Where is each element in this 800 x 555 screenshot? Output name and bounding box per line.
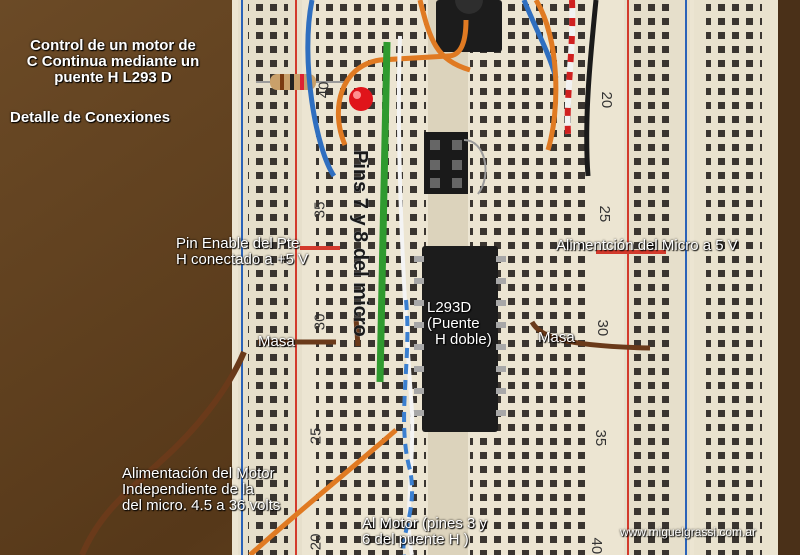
title-line-2: C Continua mediante un: [26, 52, 200, 70]
header-pin: [452, 160, 462, 170]
black-wire: [584, 0, 599, 177]
orange-wire-right: [533, 0, 559, 151]
led-highlight: [353, 91, 361, 99]
header-pin: [452, 140, 462, 150]
website-watermark: www.miguelgrassi.com.ar: [620, 525, 757, 539]
chip-label: L293D (Puente H doble): [427, 300, 492, 347]
chip-label-line-2: (Puente: [427, 314, 480, 332]
l293d-chip: [422, 246, 498, 432]
subtitle: Detalle de Conexiones: [10, 109, 171, 126]
ground-label-left: Masa: [258, 333, 295, 350]
grey-lead: [463, 139, 487, 195]
second-board-holes: [706, 0, 762, 555]
brown-jumper-mid: [353, 317, 361, 347]
bb-number-right-25: 25: [596, 205, 614, 223]
brown-power-wire: [79, 350, 247, 555]
red-led: [349, 87, 373, 111]
header-pin: [430, 140, 440, 150]
red-white-wire: [564, 0, 576, 135]
motor-power-line-3: del micro. 4.5 a 36 volts: [122, 496, 281, 514]
enable-pin-line-2: H conectado a +5 V: [176, 250, 309, 268]
micro-power-label: Alimentción del Micro a 5 V: [556, 237, 738, 254]
brown-jumper-right: [529, 320, 651, 351]
header-pin: [452, 178, 462, 188]
right-rail-holes: [634, 0, 676, 555]
orange-motor-wire: [248, 428, 398, 555]
orange-wire-top: [417, 0, 471, 73]
header-pin: [430, 178, 440, 188]
blue-wire-left: [305, 0, 337, 178]
bb-number-right-20: 20: [598, 91, 616, 109]
resistor-band: [280, 74, 284, 90]
left-rail-holes: [248, 0, 288, 555]
resistor-band: [290, 74, 294, 90]
bb-number-left-30: 30: [311, 313, 329, 331]
title-block: Control de un motor de C Continua median…: [4, 38, 222, 85]
title-line-3: puente H L293 D: [54, 68, 172, 86]
resistor-band: [300, 74, 304, 90]
white-wire: [396, 35, 415, 555]
chip-label-line-3: H doble): [435, 330, 492, 348]
title-line-1: Control de un motor de: [30, 37, 196, 54]
orange-wire-loop: [336, 19, 469, 146]
ground-label-right: Masa: [538, 329, 575, 346]
bb-number-left-40: 40: [315, 81, 333, 99]
chip-label-line-1: L293D: [427, 299, 472, 316]
microcontroller-chip: [436, 0, 502, 52]
enable-pin-label: Pin Enable del Pte H conectado a +5 V: [176, 236, 308, 268]
bb-number-right-35: 35: [592, 429, 610, 447]
vertical-pins-label: Pins 7 y 8 del micro: [349, 150, 371, 337]
microcontroller-notch: [455, 0, 483, 14]
bb-number-left-25: 25: [307, 427, 325, 445]
blue-white-twisted-wire: [401, 299, 415, 555]
motor-power-line-1: Alimentación del Motor: [122, 465, 275, 482]
motor-power-line-2: Independiente de la: [122, 480, 254, 498]
motor-label-line-2: 6 del puente H ): [362, 530, 469, 548]
bb-number-left-20: 20: [307, 533, 325, 551]
motor-label-line-1: Al Motor (pines 3 y: [362, 515, 488, 532]
motor-label: Al Motor (pines 3 y 6 del puente H ): [362, 516, 487, 548]
bb-number-right-40: 40: [588, 537, 606, 555]
green-wire: [376, 41, 391, 383]
header-pin: [430, 160, 440, 170]
motor-power-label: Alimentación del Motor Independiente de …: [122, 466, 280, 513]
enable-pin-line-1: Pin Enable del Pte: [176, 235, 300, 252]
bb-number-left-35: 35: [311, 201, 329, 219]
bb-number-right-30: 30: [594, 319, 612, 337]
l293d-pins: [414, 256, 506, 416]
